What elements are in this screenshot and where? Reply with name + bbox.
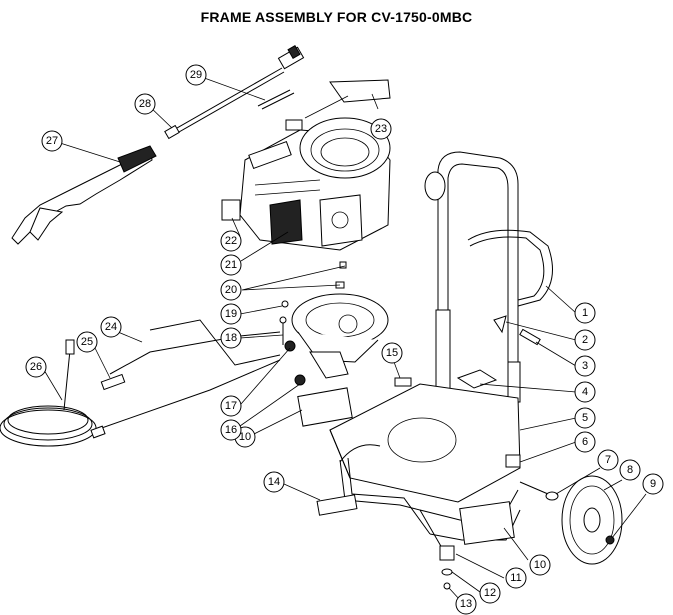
svg-text:13: 13 — [460, 598, 472, 610]
spray-gun — [11, 145, 157, 245]
knob — [493, 315, 507, 334]
engine — [239, 117, 391, 251]
svg-text:24: 24 — [105, 321, 117, 333]
callout-6: 6 — [574, 431, 596, 453]
wheel — [519, 475, 623, 565]
svg-text:29: 29 — [190, 69, 202, 81]
svg-text:14: 14 — [268, 476, 280, 488]
coupler — [164, 124, 180, 140]
svg-text:15: 15 — [386, 347, 398, 359]
callout-17: 17 — [220, 395, 242, 417]
callout-7: 7 — [597, 449, 619, 471]
spray-wand — [169, 44, 305, 137]
callout-9: 9 — [642, 473, 664, 495]
callout-27: 27 — [41, 130, 63, 152]
callout-29: 29 — [185, 64, 207, 86]
frame-handle — [424, 151, 553, 403]
screw — [443, 582, 451, 590]
callout-23: 23 — [370, 118, 392, 140]
label-10-top — [297, 387, 353, 427]
svg-text:4: 4 — [582, 386, 588, 398]
callout-28: 28 — [134, 93, 156, 115]
svg-text:28: 28 — [139, 98, 151, 110]
callout-1: 1 — [574, 302, 596, 324]
washer — [441, 568, 453, 576]
svg-text:21: 21 — [225, 259, 237, 271]
svg-text:12: 12 — [484, 587, 496, 599]
label-14 — [316, 494, 358, 516]
bolt — [519, 328, 541, 346]
svg-text:22: 22 — [225, 235, 237, 247]
callout-10-bottom: 10 — [529, 554, 551, 576]
callout-12: 12 — [479, 582, 501, 604]
hose-fitting — [100, 373, 126, 391]
decal-4 — [456, 369, 498, 389]
engine-label — [221, 199, 241, 221]
svg-text:7: 7 — [605, 454, 611, 466]
svg-text:25: 25 — [81, 336, 93, 348]
svg-text:5: 5 — [582, 412, 588, 424]
svg-text:23: 23 — [375, 123, 387, 135]
callout-25: 25 — [76, 331, 98, 353]
svg-text:26: 26 — [30, 361, 42, 373]
callout-8: 8 — [619, 459, 641, 481]
svg-text:8: 8 — [627, 464, 633, 476]
svg-text:10: 10 — [239, 431, 251, 443]
decal-15 — [394, 377, 412, 387]
callout-21: 21 — [220, 254, 242, 276]
callout-13: 13 — [455, 593, 477, 615]
callout-15: 15 — [381, 342, 403, 364]
svg-text:3: 3 — [582, 360, 588, 372]
svg-text:1: 1 — [582, 307, 588, 319]
callout-24: 24 — [100, 316, 122, 338]
callout-2: 2 — [574, 329, 596, 351]
callout-18: 18 — [220, 327, 242, 349]
callout-26: 26 — [25, 356, 47, 378]
svg-text:9: 9 — [650, 478, 656, 490]
svg-text:19: 19 — [225, 308, 237, 320]
leader-lines — [43, 74, 647, 601]
svg-text:20: 20 — [225, 284, 237, 296]
callout-4: 4 — [574, 381, 596, 403]
page-title: FRAME ASSEMBLY FOR CV-1750-0MBC — [200, 9, 473, 25]
decal-6 — [505, 454, 521, 468]
svg-text:16: 16 — [225, 424, 237, 436]
callout-14: 14 — [263, 471, 285, 493]
svg-text:11: 11 — [510, 572, 521, 584]
svg-text:6: 6 — [582, 436, 588, 448]
callout-20: 20 — [220, 279, 242, 301]
callout-19: 19 — [220, 303, 242, 325]
pump — [284, 261, 389, 386]
callout-16: 16 — [220, 419, 242, 441]
foot — [439, 545, 455, 561]
svg-text:17: 17 — [225, 400, 237, 412]
callout-10-top: 10 — [234, 426, 256, 448]
callout-3: 3 — [574, 355, 596, 377]
base-frame — [329, 383, 521, 549]
callout-11: 11 — [505, 567, 527, 589]
svg-text:10: 10 — [534, 559, 546, 571]
svg-text:2: 2 — [582, 334, 588, 346]
svg-text:18: 18 — [225, 332, 237, 344]
hoses — [0, 319, 281, 447]
svg-text:27: 27 — [46, 135, 58, 147]
callout-22: 22 — [220, 230, 242, 252]
callout-5: 5 — [574, 407, 596, 429]
warning-tag — [329, 79, 391, 103]
nozzle-strip — [257, 89, 295, 110]
